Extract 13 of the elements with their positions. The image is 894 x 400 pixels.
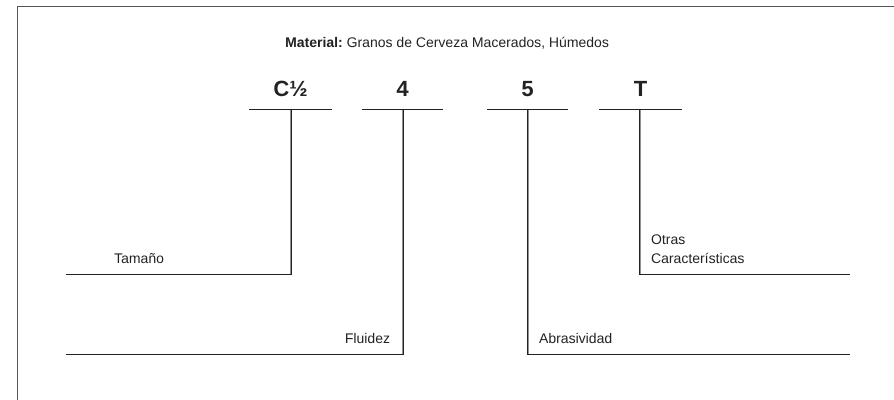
material-heading: Material: Granos de Cerveza Macerados, Húmedos [284,34,610,50]
category-label: Otras Características [639,233,850,275]
code-character: T [599,72,682,110]
category-label: Fluidez [66,315,404,355]
code-character: C½ [249,72,332,110]
category-label: Tamaño [66,235,292,275]
leader-line [402,110,404,355]
code-character: 4 [362,72,443,110]
leader-line [290,110,292,275]
code-character: 5 [487,72,568,110]
leader-line [639,110,640,275]
leader-line [527,110,528,355]
category-label: Abrasividad [527,315,850,355]
